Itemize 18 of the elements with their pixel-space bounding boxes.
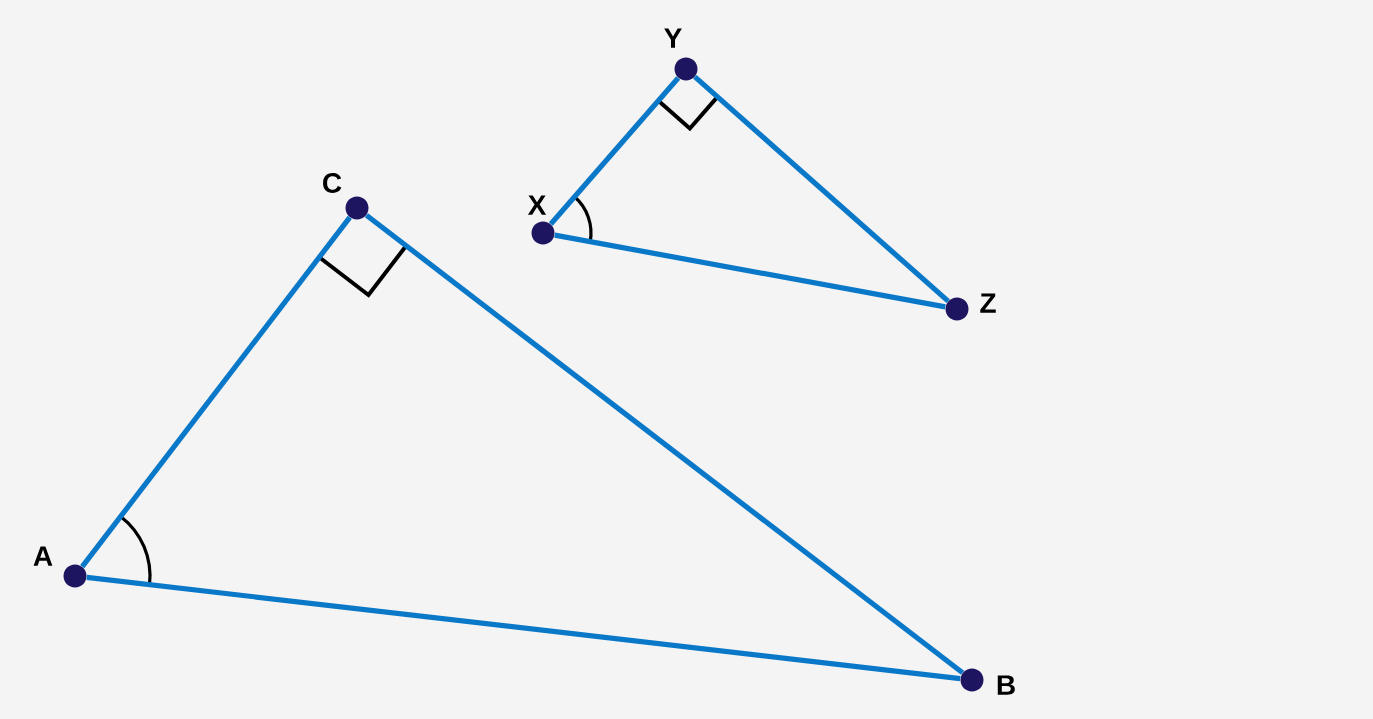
vertex-point [63,564,87,588]
vertex-label: B [997,675,1015,695]
triangle-side [364,213,965,675]
vertex-point [531,221,555,245]
vertex-label: A [33,546,53,566]
triangle-side [80,215,352,569]
vertex-label: Z [980,293,996,313]
vertex-label: X [527,195,547,215]
triangle-side [86,574,961,682]
vertex-point [960,668,984,692]
vertex-label: C [323,173,342,193]
vertex-point [674,57,698,81]
vertex-point [945,297,969,321]
triangle-side [693,74,950,304]
vertex-point [345,196,369,220]
triangle-side [554,232,946,310]
vertex-label: Y [664,28,682,48]
triangle-side [548,76,681,226]
